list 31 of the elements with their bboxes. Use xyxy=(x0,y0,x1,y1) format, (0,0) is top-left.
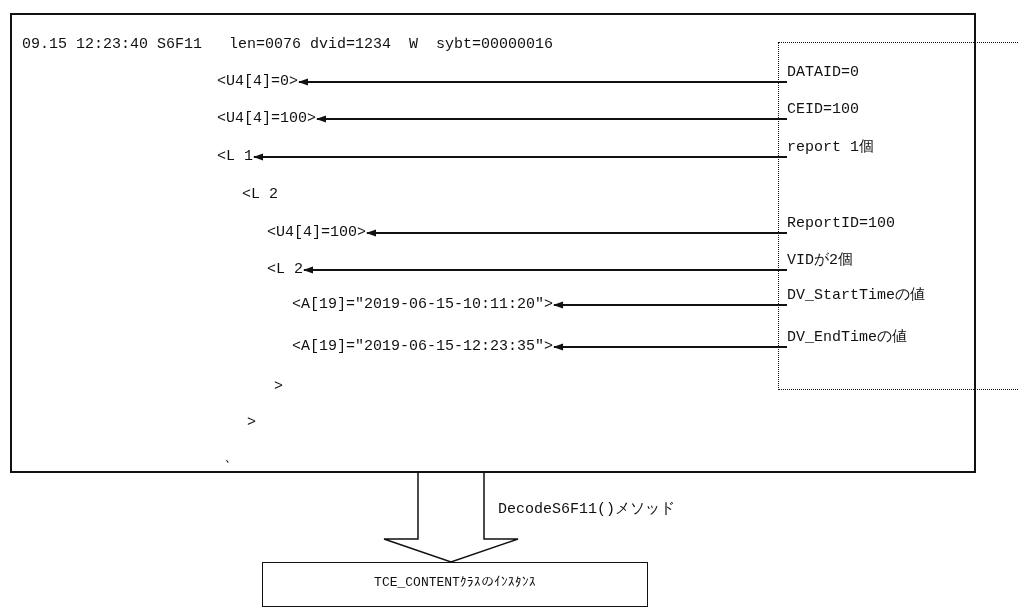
message-header: 09.15 12:23:40 S6F11 len=0076 dvid=1234 W sybt=00000016 xyxy=(22,35,554,55)
message-item: <L 2 xyxy=(242,185,278,205)
arrow xyxy=(553,343,787,351)
annotation-label: VIDが2個 xyxy=(787,251,853,271)
message-item: <A[19]="2019-06-15-12:23:35"> xyxy=(292,337,554,357)
message-item: > xyxy=(247,413,256,433)
message-item: <L 1 xyxy=(217,147,253,167)
annotation-label: CEID=100 xyxy=(787,100,859,120)
message-item: <A[19]="2019-06-15-10:11:20"> xyxy=(292,295,554,315)
message-item: <U4[4]=0> xyxy=(217,72,298,92)
message-item: 、 xyxy=(224,448,239,468)
arrow xyxy=(366,229,787,237)
result-box: TCE_CONTENTｸﾗｽのｲﾝｽﾀﾝｽ xyxy=(262,562,648,607)
message-item: <U4[4]=100> xyxy=(267,223,367,243)
block-arrow xyxy=(383,472,519,563)
annotation-label: DATAID=0 xyxy=(787,63,859,83)
annotation-label: DV_StartTimeの値 xyxy=(787,286,926,306)
edge-label: DecodeS6F11()メソッド xyxy=(498,500,676,520)
arrow xyxy=(553,301,787,309)
arrow xyxy=(298,78,787,86)
annotation-label: report 1個 xyxy=(787,138,874,158)
arrow xyxy=(253,153,787,161)
annotation-label: ReportID=100 xyxy=(787,214,896,234)
arrow xyxy=(303,266,787,274)
annotation-panel xyxy=(778,42,1019,390)
annotation-label: DV_EndTimeの値 xyxy=(787,328,907,348)
message-item: > xyxy=(274,377,283,397)
arrow xyxy=(316,115,787,123)
message-item: <U4[4]=100> xyxy=(217,109,317,129)
message-log-box xyxy=(10,13,976,473)
message-item: <L 2 xyxy=(267,260,303,280)
